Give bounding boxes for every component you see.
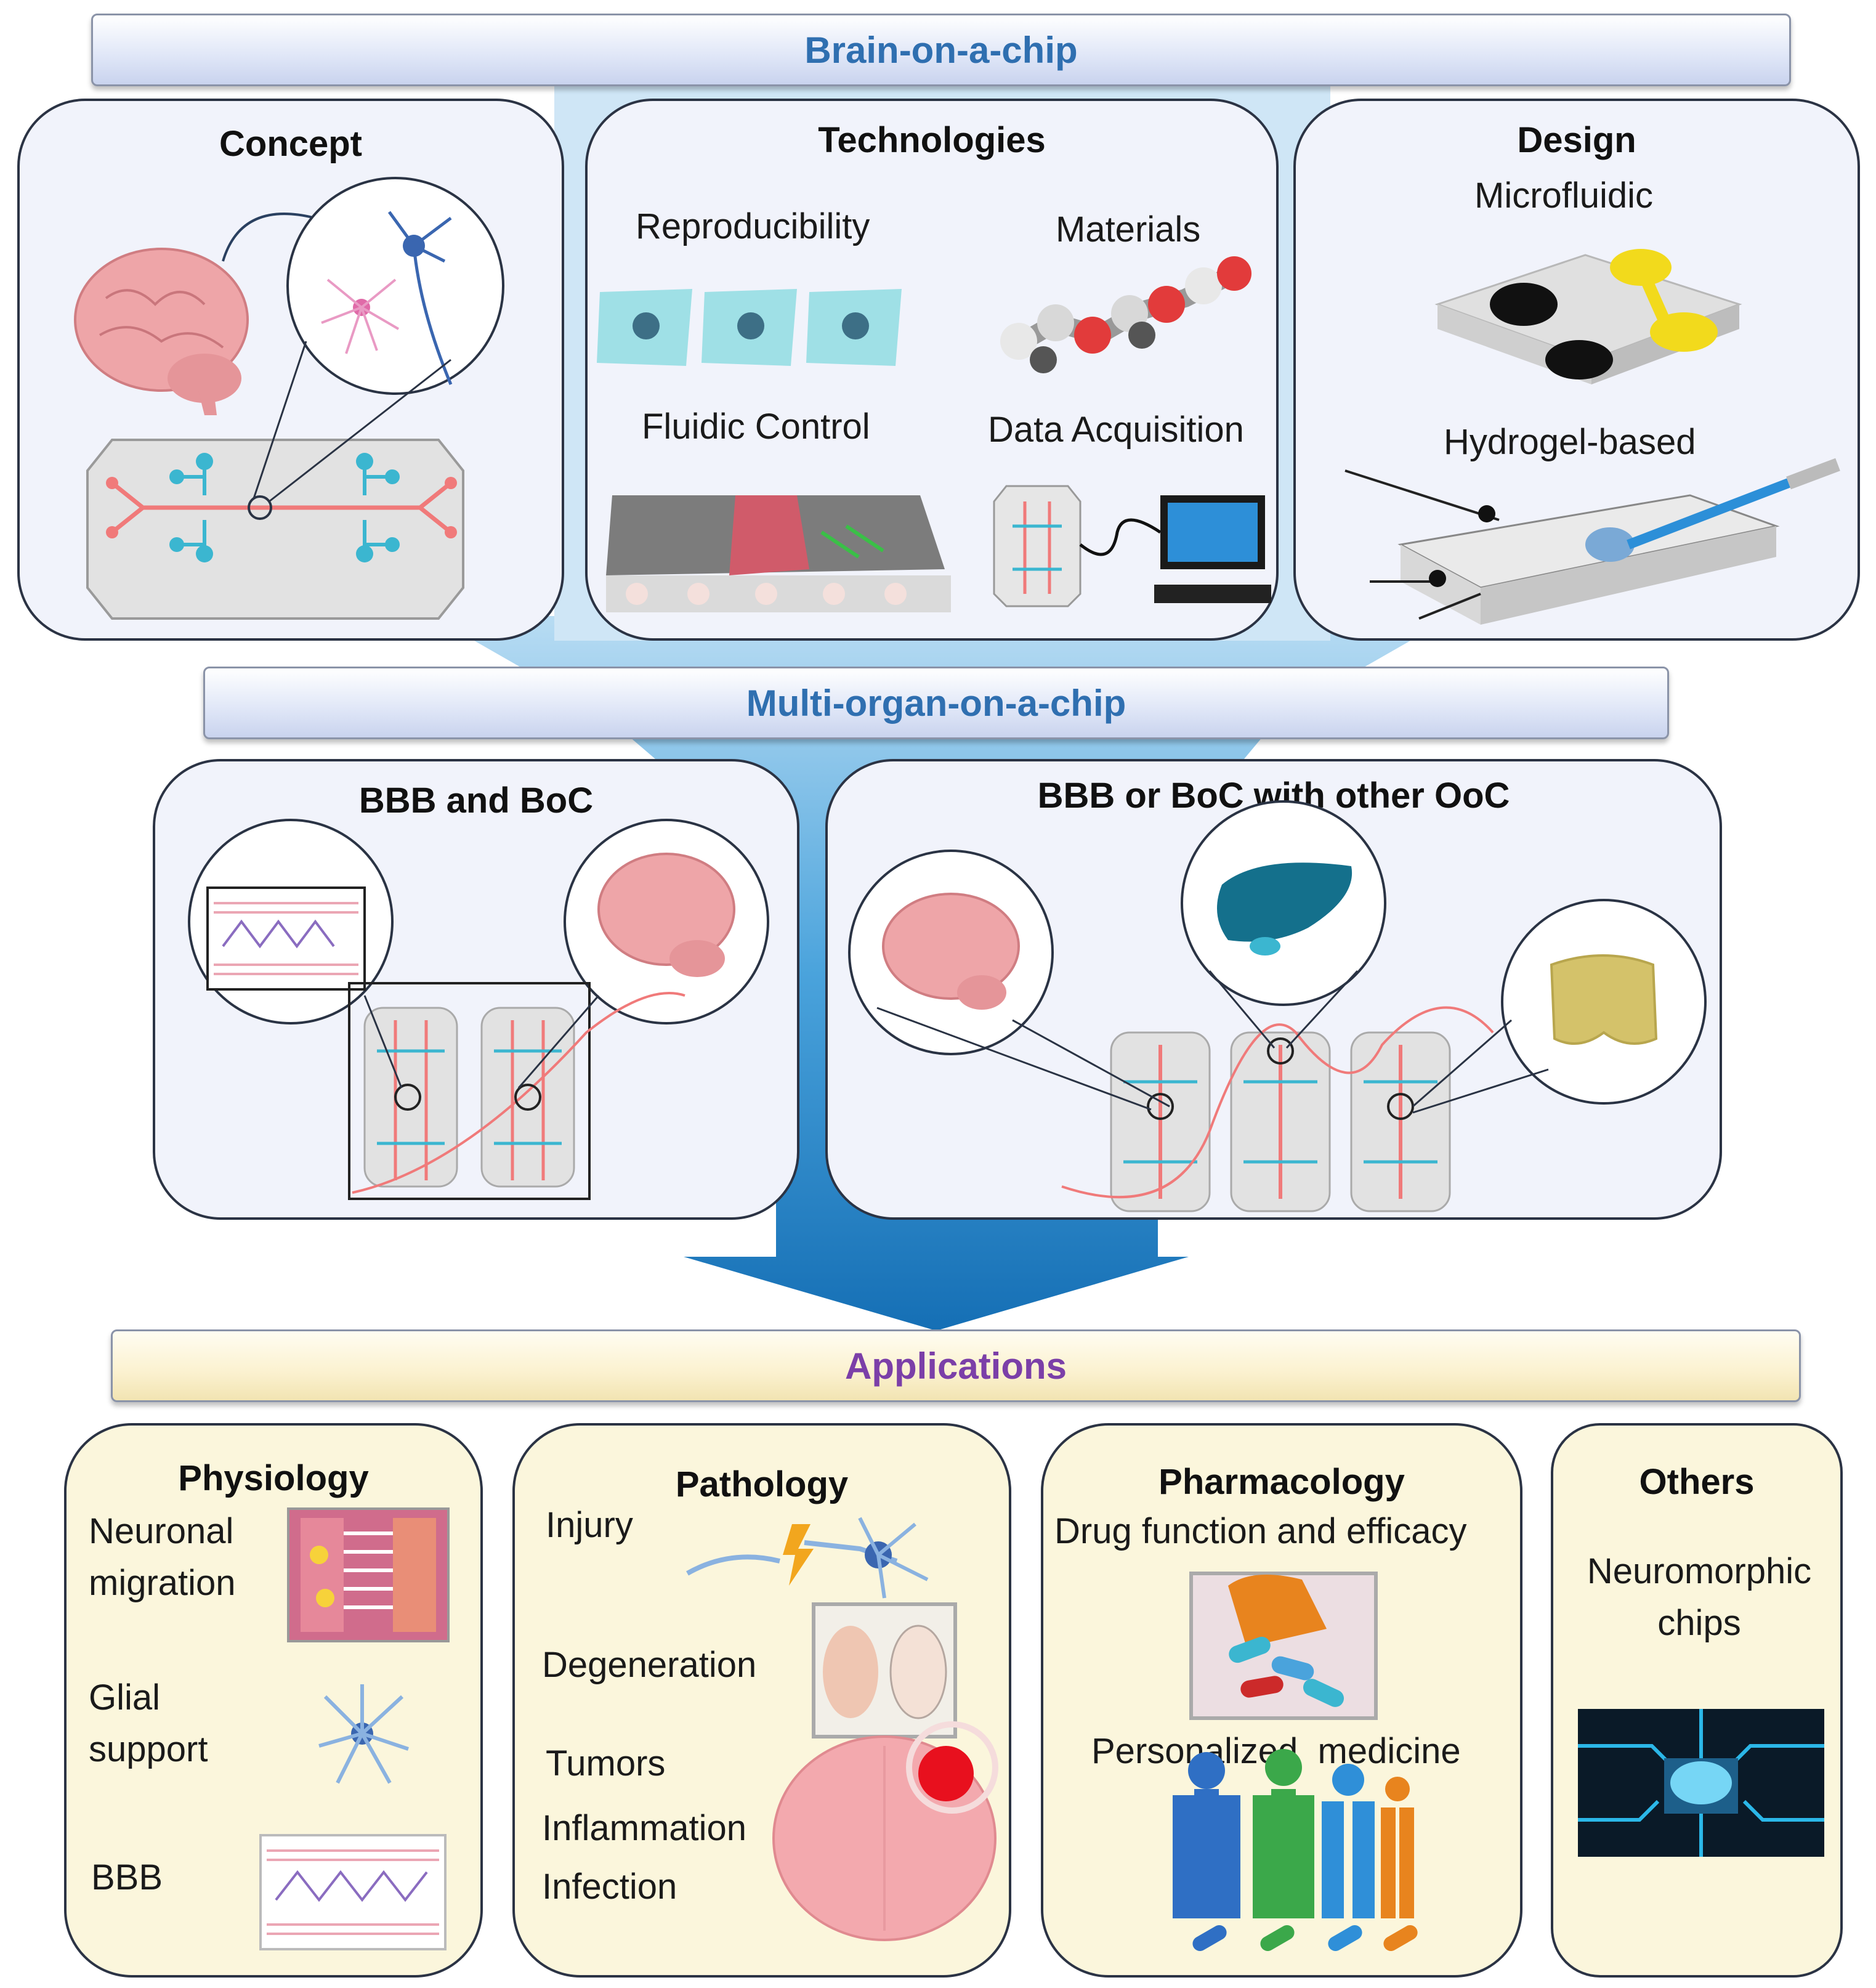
astrocyte-icon xyxy=(318,1684,409,1784)
degenerated-brain-icon xyxy=(812,1602,957,1738)
technologies-illustration xyxy=(597,256,1271,612)
label-drug-function: Drug function and efficacy xyxy=(1054,1511,1467,1551)
label-fluidic-control: Fluidic Control xyxy=(642,407,870,447)
panel-bbb-and-boc-title: BBB and BoC xyxy=(358,781,594,821)
panel-physiology: Physiology Neuronal migration Glial supp… xyxy=(64,1423,483,1978)
brain-icon xyxy=(597,853,735,977)
panel-physiology-title: Physiology xyxy=(178,1458,369,1498)
banner-applications: Applications xyxy=(111,1329,1801,1402)
other-ooc-illustration xyxy=(848,800,1707,1212)
patients-icon xyxy=(1173,1749,1418,1951)
panel-concept: Concept xyxy=(17,99,564,641)
banner-brain-on-a-chip-label: Brain-on-a-chip xyxy=(804,29,1078,71)
chip-trio-icon xyxy=(1061,1006,1494,1212)
pills-icon xyxy=(1189,1572,1378,1720)
panel-design-title: Design xyxy=(1517,120,1636,160)
banner-multi-organ-on-a-chip: Multi-organ-on-a-chip xyxy=(203,667,1669,739)
panel-pathology: Pathology Injury Degeneration Tumors Inf… xyxy=(512,1423,1011,1978)
label-degeneration: Degeneration xyxy=(542,1645,757,1685)
banner-brain-on-a-chip: Brain-on-a-chip xyxy=(91,14,1791,86)
liver-icon xyxy=(1217,862,1352,942)
banner-applications-label: Applications xyxy=(844,1345,1067,1387)
tumor-brain-icon xyxy=(772,1721,998,1941)
label-infection: Infection xyxy=(542,1867,677,1907)
bbb-layer-icon xyxy=(206,886,366,991)
panel-design: Design Microfluidic Hydrogel-based xyxy=(1293,99,1860,641)
label-inflammation: Inflammation xyxy=(542,1808,747,1848)
chip-to-computer-icon xyxy=(993,485,1271,607)
panel-others-title: Others xyxy=(1639,1462,1755,1502)
polymer-molecule-icon xyxy=(1000,256,1251,373)
label-microfluidic: Microfluidic xyxy=(1474,176,1654,216)
pathology-illustration xyxy=(686,1517,998,1941)
label-hydrogel-based: Hydrogel-based xyxy=(1444,422,1696,462)
chip-replicate-icons xyxy=(597,289,902,366)
panel-others: Others Neuromorphic chips xyxy=(1551,1423,1843,1978)
flow-channel-icon xyxy=(606,495,951,612)
intestine-icon xyxy=(1550,954,1658,1045)
bbb-boc-illustration xyxy=(188,819,769,1200)
microfluidic-chip-icon xyxy=(86,439,464,620)
chip-pair-icon xyxy=(352,992,685,1194)
panel-pharmacology: Pharmacology Drug function and efficacy … xyxy=(1041,1423,1522,1978)
label-materials: Materials xyxy=(1056,209,1201,250)
migration-chamber-icon xyxy=(287,1507,450,1642)
panel-pharmacology-title: Pharmacology xyxy=(1158,1462,1405,1502)
label-neuromorphic-chips: Neuromorphic chips xyxy=(1587,1551,1812,1643)
brain-icon xyxy=(882,893,1020,1010)
panel-concept-title: Concept xyxy=(219,124,362,164)
panel-bbb-and-boc: BBB and BoC xyxy=(153,759,799,1220)
pharmacology-illustration xyxy=(1173,1572,1418,1951)
injured-neuron-icon xyxy=(686,1517,929,1599)
label-data-acquisition: Data Acquisition xyxy=(988,410,1244,450)
brain-icon xyxy=(74,248,249,415)
label-bbb: BBB xyxy=(91,1857,163,1897)
label-neuronal-migration: Neuronal migration xyxy=(89,1511,236,1603)
panel-pathology-title: Pathology xyxy=(675,1464,849,1504)
label-glial-support: Glial support xyxy=(89,1678,208,1769)
label-reproducibility: Reproducibility xyxy=(636,206,870,246)
concept-illustration xyxy=(74,177,504,620)
label-tumors: Tumors xyxy=(546,1743,666,1783)
panel-technologies: Technologies Reproducibility Materials F… xyxy=(585,99,1279,641)
neuron-icon xyxy=(387,211,453,385)
label-injury: Injury xyxy=(546,1505,633,1545)
physiology-illustration xyxy=(259,1507,450,1950)
microfluidic-device-icon xyxy=(1434,249,1742,384)
astrocyte-icon xyxy=(321,278,400,354)
others-illustration xyxy=(1578,1709,1824,1857)
bbb-layer-icon xyxy=(259,1834,447,1950)
panel-technologies-title: Technologies xyxy=(818,120,1046,160)
hydrogel-device-icon xyxy=(1344,458,1840,625)
design-illustration xyxy=(1344,249,1840,625)
neuromorphic-chip-icon xyxy=(1578,1709,1824,1857)
banner-multi-organ-label: Multi-organ-on-a-chip xyxy=(746,682,1126,724)
panel-bbb-or-boc-other-ooc: BBB or BoC with other OoC xyxy=(825,759,1722,1220)
